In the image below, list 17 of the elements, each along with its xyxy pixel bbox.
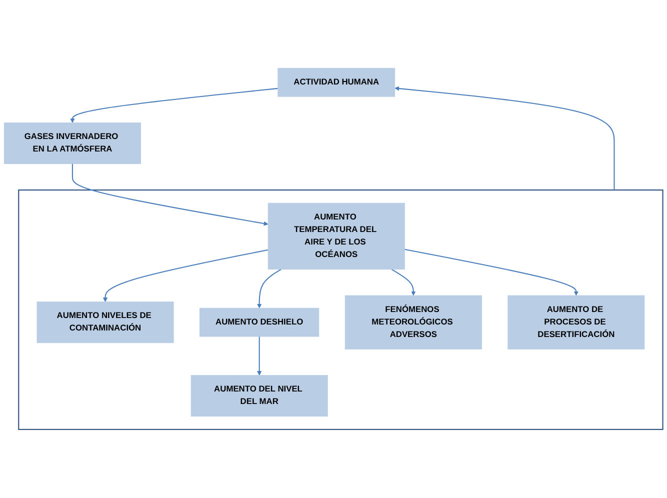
node-box: AUMENTO NIVELES DE CONTAMINACIÓN bbox=[36, 302, 174, 344]
arrow bbox=[257, 269, 282, 309]
arrow bbox=[257, 336, 262, 376]
node-box: ACTIVIDAD HUMANA bbox=[278, 68, 396, 97]
node-box: AUMENTO DE PROCESOS DE DESERTIFICACIÓN bbox=[508, 295, 645, 350]
cluster bbox=[18, 190, 664, 430]
arrow bbox=[102, 250, 268, 302]
node-box: AUMENTO DESHIELO bbox=[200, 308, 320, 337]
arrow bbox=[404, 249, 578, 296]
node-box: AUMENTO DEL NIVEL DEL MAR bbox=[190, 375, 328, 417]
arrow bbox=[70, 88, 278, 124]
arrow bbox=[72, 164, 268, 226]
arrow bbox=[394, 86, 615, 190]
arrow bbox=[391, 269, 416, 296]
node-box: AUMENTO TEMPERATURA DEL AIRE Y DE LOS OCÉANOS bbox=[268, 203, 405, 270]
node-box: GASES INVERNADERO EN LA ATMÓSFERA bbox=[4, 122, 141, 164]
node-box: FENÓMENOS METEOROLÓGICOS ADVERSOS bbox=[344, 295, 482, 350]
